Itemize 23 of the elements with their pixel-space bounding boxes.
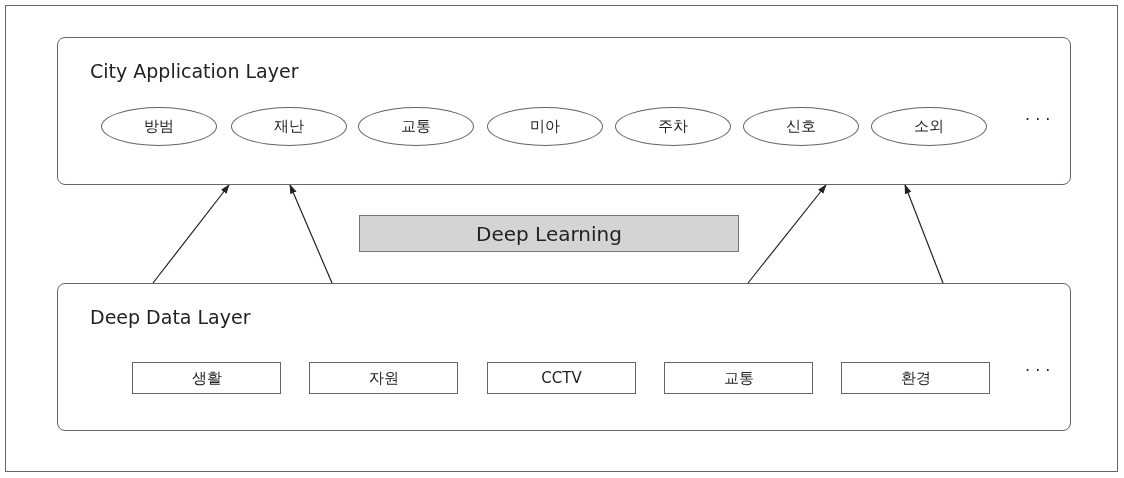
service-ellipse: 재난	[231, 107, 347, 146]
service-ellipse: 미아	[487, 107, 603, 146]
arrow	[289, 184, 333, 284]
process-box: Deep Learning	[359, 215, 739, 252]
data-box: 교통	[664, 362, 813, 394]
arrow	[152, 184, 230, 284]
service-ellipse: 신호	[743, 107, 859, 146]
arrow	[747, 184, 827, 284]
data-box: 생활	[132, 362, 281, 394]
data-box: CCTV	[487, 362, 636, 394]
data-box: 환경	[841, 362, 990, 394]
ellipsis: · · ·	[1025, 361, 1051, 380]
service-ellipse: 교통	[358, 107, 474, 146]
service-ellipse: 주차	[615, 107, 731, 146]
data-box: 자원	[309, 362, 458, 394]
arrow	[904, 184, 944, 284]
ellipsis: · · ·	[1025, 110, 1051, 129]
layer-panel	[57, 283, 1071, 431]
layer-title: Deep Data Layer	[90, 306, 251, 328]
layer-panel	[57, 37, 1071, 185]
layer-title: City Application Layer	[90, 60, 299, 82]
service-ellipse: 소외	[871, 107, 987, 146]
service-ellipse: 방범	[101, 107, 217, 146]
